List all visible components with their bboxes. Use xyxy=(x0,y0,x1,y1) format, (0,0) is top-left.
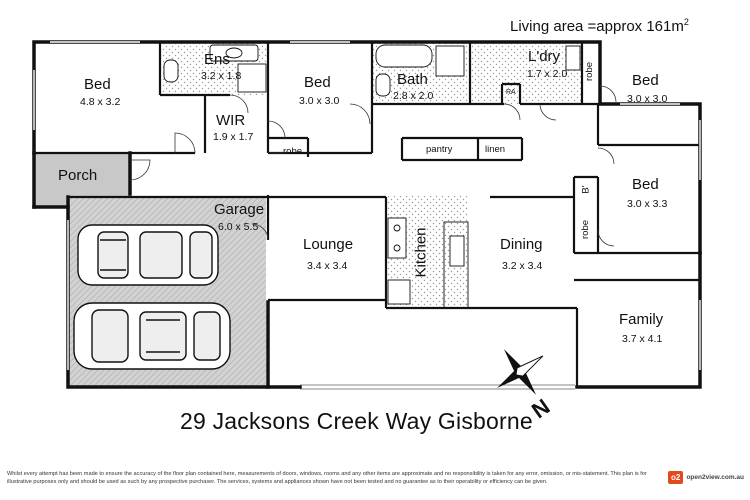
robe-label: robe xyxy=(584,61,596,82)
room-bed3-name: Bed xyxy=(632,72,659,89)
room-ens-name: Ens xyxy=(204,51,230,68)
bathtub-icon xyxy=(375,44,433,68)
living-area-label: Living area =approx 161m2 xyxy=(510,17,689,35)
room-porch-name: Porch xyxy=(58,167,98,184)
logo-badge-icon: o2 xyxy=(668,471,684,484)
disclaimer-text: Whilst every attempt has been made to en… xyxy=(7,471,647,485)
room-family-name: Family xyxy=(619,311,664,328)
car-icon xyxy=(77,224,219,286)
room-dining-name: Dining xyxy=(500,236,543,253)
property-address: 29 Jacksons Creek Way Gisborne xyxy=(180,408,533,434)
basin-icon xyxy=(435,45,465,77)
room-bath-size: 2.8 x 2.0 xyxy=(393,90,434,102)
kitchen-island xyxy=(443,221,469,309)
room-lounge-size: 3.4 x 3.4 xyxy=(307,260,348,272)
room-bed3-size: 3.0 x 3.0 xyxy=(627,93,668,105)
toilet-icon xyxy=(163,59,179,83)
car-icon xyxy=(73,302,231,370)
room-garage-name: Garage xyxy=(214,201,265,218)
shower-icon xyxy=(237,63,267,93)
room-wir-name: WIR xyxy=(216,112,246,129)
ldry-floor xyxy=(470,42,582,104)
room-bed1-size: 4.8 x 3.2 xyxy=(80,96,121,108)
ra-label: RA xyxy=(506,89,516,96)
room-bed4-name: Bed xyxy=(632,176,659,193)
room-lounge-name: Lounge xyxy=(303,236,354,253)
room-bed1-name: Bed xyxy=(84,76,111,93)
room-dining-size: 3.2 x 3.4 xyxy=(502,260,543,272)
room-garage-size: 6.0 x 5.5 xyxy=(218,221,259,233)
bt-label: B' xyxy=(580,185,592,194)
room-bed2-name: Bed xyxy=(304,74,331,91)
stove-icon xyxy=(387,217,407,259)
toilet-icon xyxy=(375,73,391,97)
fridge-icon xyxy=(387,279,411,305)
open2view-logo: o2 open2view.com.au xyxy=(668,470,744,485)
room-bed2-size: 3.0 x 3.0 xyxy=(299,95,340,107)
laundry-sink-icon xyxy=(565,45,581,71)
logo-brand-text: open2view.com.au xyxy=(686,474,744,481)
room-family-size: 3.7 x 4.1 xyxy=(622,333,663,345)
linen-label: linen xyxy=(485,144,506,155)
robe-label: robe xyxy=(580,219,592,240)
room-ens-size: 3.2 x 1.8 xyxy=(201,70,242,82)
room-wir-size: 1.9 x 1.7 xyxy=(213,131,254,143)
room-ldry-name: L'dry xyxy=(528,48,561,65)
sink-icon xyxy=(449,235,465,267)
room-ldry-size: 1.7 x 2.0 xyxy=(527,68,568,80)
pantry-label: pantry xyxy=(426,144,453,155)
room-bed4-size: 3.0 x 3.3 xyxy=(627,198,668,210)
room-bath-name: Bath xyxy=(397,71,428,88)
compass-rose-icon xyxy=(497,349,544,395)
room-kitchen-name: Kitchen xyxy=(412,227,430,278)
robe-label: robe xyxy=(283,146,303,157)
